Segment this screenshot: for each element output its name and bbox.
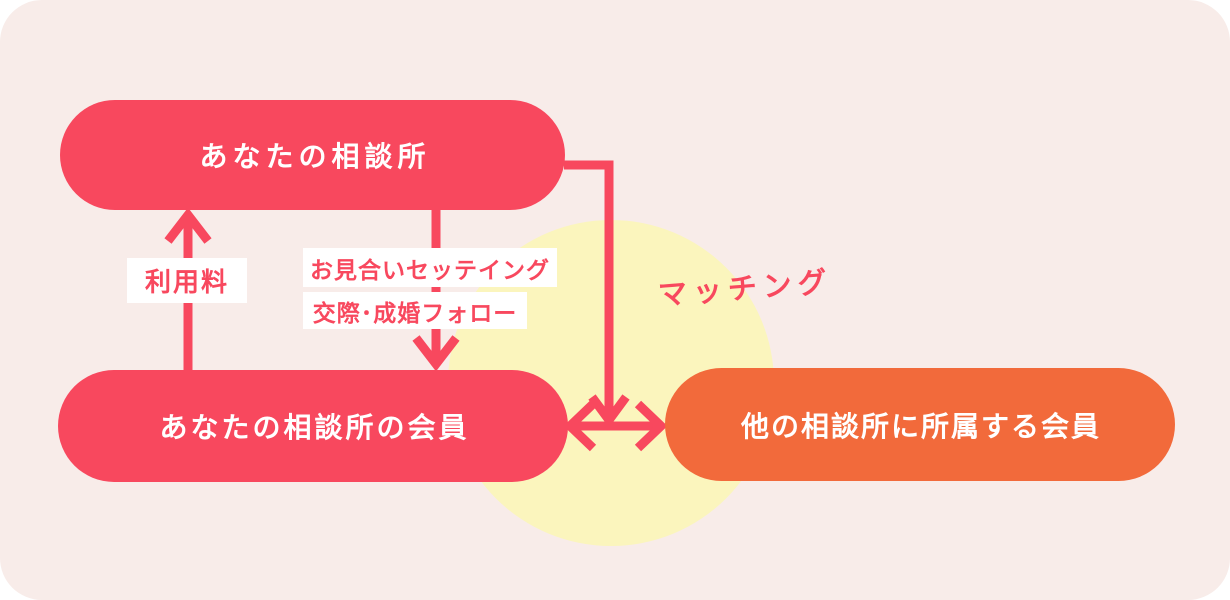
edge-label-fee: 利用料 <box>127 258 247 303</box>
node-your-agency: あなたの相談所 <box>60 100 565 210</box>
edge-label-relationship-follow: 交際･成婚フォロー <box>303 292 527 329</box>
node-your-members: あなたの相談所の会員 <box>58 370 568 482</box>
edge-label-matchmaking-setting: お見合いセッテイング <box>303 248 557 287</box>
services-arrow-down <box>412 210 460 372</box>
node-other-members: 他の相談所に所属する会員 <box>665 368 1175 481</box>
